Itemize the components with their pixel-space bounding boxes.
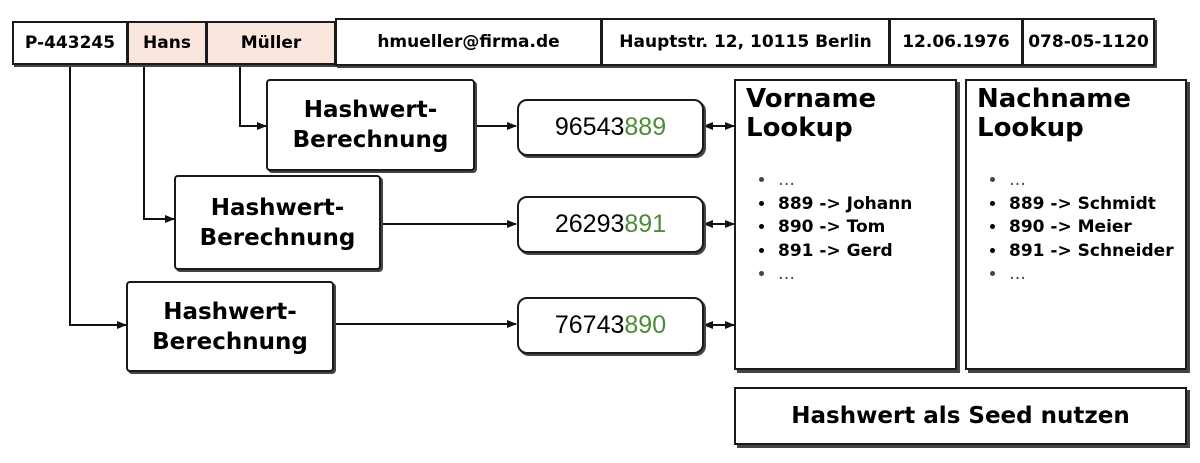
record-firstname-field: Hans	[127, 21, 207, 65]
hash-computation-box-lastname: Hashwert- Berechnung	[266, 79, 475, 171]
connector-firstname	[143, 63, 175, 223]
list-item: 891 -> Schneider	[1007, 240, 1174, 264]
lastname-lookup-list: … 889 -> Schmidt 890 -> Meier 891 -> Sch…	[977, 169, 1174, 287]
record-email-field: hmueller@firma.de	[335, 18, 602, 66]
hash-prefix: 76743	[554, 311, 625, 339]
hash-prefix: 96543	[554, 113, 625, 141]
record-id-field: P-443245	[12, 21, 128, 65]
lastname-lookup-title: Nachname Lookup	[977, 84, 1132, 143]
list-item: …	[1007, 263, 1174, 287]
firstname-lookup-list: … 889 -> Johann 890 -> Tom 891 -> Gerd …	[746, 169, 912, 287]
connector-lastname	[239, 63, 267, 130]
hash-computation-label: Hashwert- Berechnung	[292, 97, 449, 153]
record-phone-field: 078-05-1120	[1022, 18, 1155, 66]
list-item: 890 -> Tom	[776, 216, 912, 240]
hash-suffix: 890	[624, 311, 667, 339]
list-item: 890 -> Meier	[1007, 216, 1174, 240]
record-lastname-field: Müller	[206, 21, 336, 65]
list-item: 889 -> Schmidt	[1007, 193, 1174, 217]
hash-computation-label: Hashwert- Berechnung	[152, 298, 308, 355]
seed-label: Hashwert als Seed nutzen	[791, 403, 1130, 429]
list-item: …	[776, 263, 912, 287]
firstname-lookup-title: Vorname Lookup	[746, 84, 877, 143]
hash-suffix: 889	[624, 113, 667, 141]
hash-computation-box-firstname: Hashwert- Berechnung	[174, 175, 381, 270]
seed-box: Hashwert als Seed nutzen	[734, 387, 1187, 445]
list-item: …	[776, 169, 912, 193]
list-item: 891 -> Gerd	[776, 240, 912, 264]
list-item: 889 -> Johann	[776, 193, 912, 217]
record-address-field: Hauptstr. 12, 10115 Berlin	[601, 18, 890, 66]
hash-suffix: 891	[624, 210, 667, 238]
hash-computation-box-id: Hashwert- Berechnung	[126, 281, 334, 372]
hash-prefix: 26293	[554, 210, 625, 238]
connector-id	[69, 63, 127, 329]
record-birthdate-field: 12.06.1976	[889, 18, 1023, 66]
list-item: …	[1007, 169, 1174, 193]
hash-computation-label: Hashwert- Berechnung	[199, 194, 356, 251]
firstname-lookup-panel: Vorname Lookup … 889 -> Johann 890 -> To…	[734, 79, 957, 370]
lastname-lookup-panel: Nachname Lookup … 889 -> Schmidt 890 -> …	[965, 79, 1187, 370]
